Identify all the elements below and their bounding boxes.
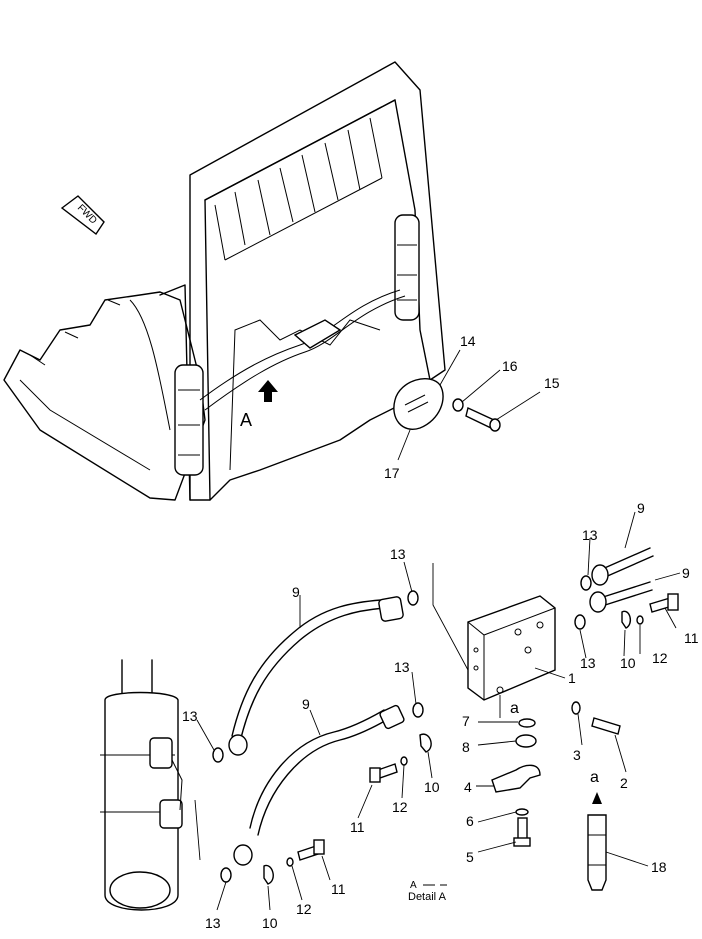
callout-9-upper-hose: 9 [292,584,300,600]
callout-9-right-top: 9 [637,500,645,516]
reference-a-fitting: a [590,769,599,786]
callout-5: 5 [466,849,474,865]
callout-8: 8 [462,739,470,755]
callout-18: 18 [651,859,667,875]
callout-16: 16 [502,358,518,374]
callout-13-cylinder: 13 [182,708,198,724]
detail-leaders [194,511,681,911]
callout-1-valve-block: 1 [568,670,576,686]
detail-a-references: a a [510,700,599,786]
callout-2: 2 [620,775,628,791]
callout-15: 15 [544,375,560,391]
callout-10-right: 10 [620,655,636,671]
callout-14: 14 [460,333,476,349]
callout-10-bottom: 10 [262,915,278,931]
top-callouts: 14 16 15 17 [384,333,560,481]
callout-6: 6 [466,813,474,829]
callout-9-lower-hose: 9 [302,696,310,712]
detail-caption-text: Detail A [408,891,447,903]
callout-9-right: 9 [682,565,690,581]
callout-11-mid: 11 [350,819,365,835]
callout-17: 17 [384,465,400,481]
callout-12-right: 12 [652,650,668,666]
callout-13-block: 13 [580,655,596,671]
reference-a-block: a [510,700,519,717]
detail-caption-letter: A [410,880,417,891]
callout-3: 3 [573,747,581,763]
bucket-assembly [3,61,501,501]
detail-a-assembly [100,547,679,911]
view-a-indicator: A [240,380,278,430]
callout-13-upper: 13 [390,546,406,562]
detail-callouts: 9 13 9 13 9 11 13 10 12 1 13 9 13 7 8 3 … [182,500,699,931]
view-a-label: A [240,410,252,430]
detail-caption: A Detail A [408,880,447,903]
callout-13-right-top: 13 [582,527,598,543]
callout-11-right: 11 [684,630,699,646]
callout-7: 7 [462,713,470,729]
fwd-direction-marker: FWD [60,195,105,236]
callout-11-bottom: 11 [331,881,346,897]
callout-4: 4 [464,779,472,795]
callout-13-bottom: 13 [205,915,221,931]
callout-12-mid: 12 [392,799,408,815]
callout-12-bottom: 12 [296,901,312,917]
callout-13-mid: 13 [394,659,410,675]
callout-10-mid: 10 [424,779,440,795]
